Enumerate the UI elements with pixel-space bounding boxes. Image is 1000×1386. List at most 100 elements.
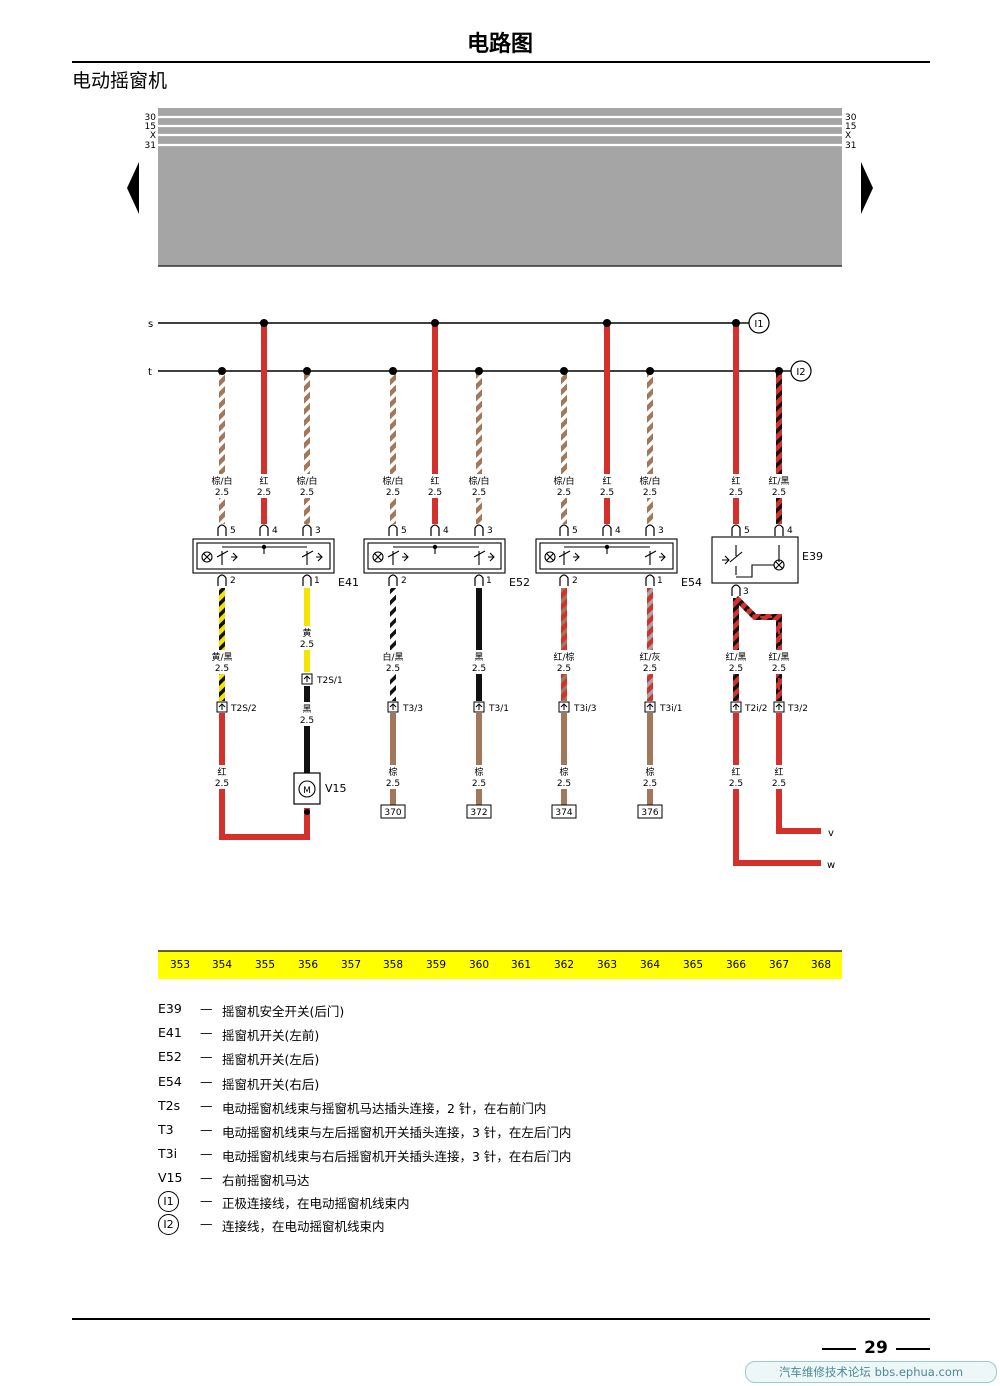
scale-number: 366	[726, 959, 746, 971]
wire-label-size: 2.5	[257, 488, 271, 498]
i1-label: I1	[754, 319, 763, 330]
scale-number: 368	[811, 959, 831, 971]
legend-desc: 电动摇窗机线束与右后摇窗机开关插头连接，3 针，在右后门内	[222, 1149, 572, 1164]
wire-label-size: 2.5	[600, 488, 614, 498]
legend-desc: 正极连接线，在电动摇窗机线束内	[222, 1196, 410, 1211]
wire-label-size: 2.5	[557, 664, 571, 674]
scale-number: 362	[554, 959, 574, 971]
pin-number: 4	[272, 526, 278, 536]
bus-label-31-right: 31	[845, 141, 856, 151]
wire-label-color: 红	[731, 475, 740, 487]
pin-arrows-top	[217, 524, 784, 536]
pin-number: 3	[487, 526, 493, 536]
wire-label-color: 红	[430, 475, 439, 487]
ref-box[interactable]	[466, 804, 492, 819]
wire-label-size: 2.5	[643, 779, 657, 789]
wire-label-color: 棕	[559, 766, 568, 778]
component-e41: E41	[338, 576, 359, 589]
ref-box[interactable]	[637, 804, 663, 819]
legend-dash: —	[200, 1001, 213, 1016]
pin-number: 4	[443, 526, 449, 536]
legend-desc: 摇窗机安全开关(后门)	[222, 1004, 345, 1019]
bus-label-31-left: 31	[145, 141, 156, 151]
scale-number: 357	[341, 959, 361, 971]
switch-internals	[201, 546, 666, 565]
wire-label-color: 棕	[645, 766, 654, 778]
bus-label-15-left: 15	[145, 122, 156, 132]
wire-label-color: 红	[602, 475, 611, 487]
pin-number: 3	[315, 526, 321, 536]
legend-desc: 摇窗机开关(右后)	[222, 1077, 320, 1092]
legend-desc: 连接线，在电动摇窗机线束内	[222, 1219, 385, 1234]
page-prev-arrow-icon[interactable]	[127, 162, 139, 214]
wire-label-size: 2.5	[472, 779, 486, 789]
pin-number: 3	[658, 526, 664, 536]
pin-number: 4	[615, 526, 621, 536]
wire-label-color: 红/黑	[768, 651, 789, 663]
legend-dash: —	[200, 1216, 213, 1231]
wire-label-color: 棕/白	[382, 475, 403, 487]
wiring-diagram: 30 15 X 31 30 15 X 31 s t I1 I2	[127, 108, 873, 979]
rail-t-label: t	[148, 367, 152, 378]
legend-dash: —	[200, 1146, 213, 1161]
bus-label-x-left: X	[150, 131, 156, 141]
wire-label-color: 红	[731, 766, 740, 778]
i2-label: I2	[796, 367, 805, 378]
wire-label-color: 红	[259, 475, 268, 487]
wire-label-size: 2.5	[386, 488, 400, 498]
connector-label: T3/2	[787, 704, 808, 714]
rail-s-label: s	[148, 319, 153, 330]
wire-label-size: 2.5	[428, 488, 442, 498]
legend-dash: —	[200, 1170, 213, 1185]
legend-dash: —	[200, 1025, 213, 1040]
ref-label: 376	[641, 808, 658, 818]
component-e39: E39	[802, 550, 823, 563]
component-e54: E54	[681, 576, 702, 589]
legend-dash: —	[200, 1193, 213, 1208]
legend-desc: 摇窗机开关(左后)	[222, 1052, 320, 1067]
bus-lines	[158, 115, 842, 147]
legend-code-circled: I2	[158, 1214, 179, 1235]
scale-number: 361	[511, 959, 531, 971]
pin-number: 3	[743, 587, 749, 597]
watermark: 汽车维修技术论坛 bbs.ephua.com	[745, 1361, 997, 1383]
legend-dash: —	[200, 1049, 213, 1064]
wire-label-color: 红	[217, 766, 226, 778]
wire-label-size: 2.5	[772, 664, 786, 674]
ref-box[interactable]	[380, 804, 406, 819]
scale-number: 364	[640, 959, 660, 971]
pin-number: 1	[314, 576, 320, 586]
wire-label-size: 2.5	[472, 664, 486, 674]
title-rule	[72, 61, 930, 63]
wire-label-size: 2.5	[557, 779, 571, 789]
ref-box[interactable]	[551, 804, 577, 819]
scale-number: 355	[255, 959, 275, 971]
wire-label-color: 棕/白	[296, 475, 317, 487]
scale-number: 360	[469, 959, 489, 971]
rail-junctions	[218, 319, 783, 375]
pin-number: 2	[230, 576, 236, 586]
wire-label-color: 黄	[302, 627, 311, 639]
wire-label-size: 2.5	[386, 779, 400, 789]
pin-number: 2	[401, 576, 407, 586]
connector-label: T3/1	[488, 704, 509, 714]
connector-label: T3i/1	[659, 704, 682, 714]
output-v-label: v	[828, 828, 834, 839]
connector-label: T2S/1	[316, 676, 343, 686]
bus-panel	[158, 108, 842, 266]
wire-label-size: 2.5	[300, 716, 314, 726]
wire-label-size: 2.5	[772, 779, 786, 789]
legend-dash: —	[200, 1074, 213, 1089]
scale-bar	[158, 951, 842, 979]
wire-label-color: 棕/白	[553, 475, 574, 487]
legend-dash: —	[200, 1122, 213, 1137]
legend-code: E54	[158, 1074, 182, 1089]
wire-label-color: 红	[774, 766, 783, 778]
legend-code: V15	[158, 1170, 183, 1185]
scale-number: 358	[383, 959, 403, 971]
bus-label-x-right: X	[845, 131, 851, 141]
page-next-arrow-icon[interactable]	[861, 162, 873, 214]
wire-label-size: 2.5	[643, 664, 657, 674]
wire-label-color: 红/黑	[768, 475, 789, 487]
pin-number: 1	[486, 576, 492, 586]
